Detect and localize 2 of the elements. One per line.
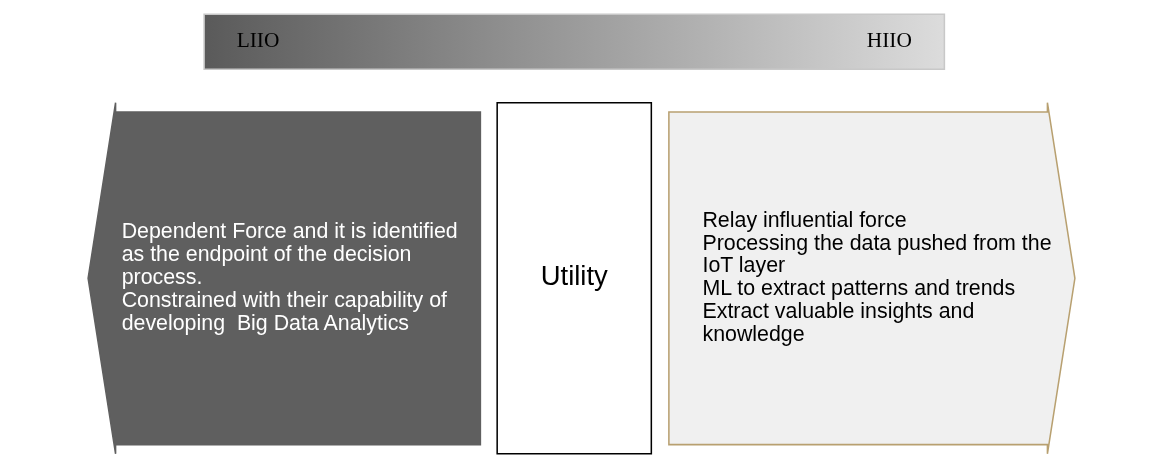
node-box: LIIO HIIO (202, 13, 945, 70)
node-box: Utility (495, 101, 652, 455)
